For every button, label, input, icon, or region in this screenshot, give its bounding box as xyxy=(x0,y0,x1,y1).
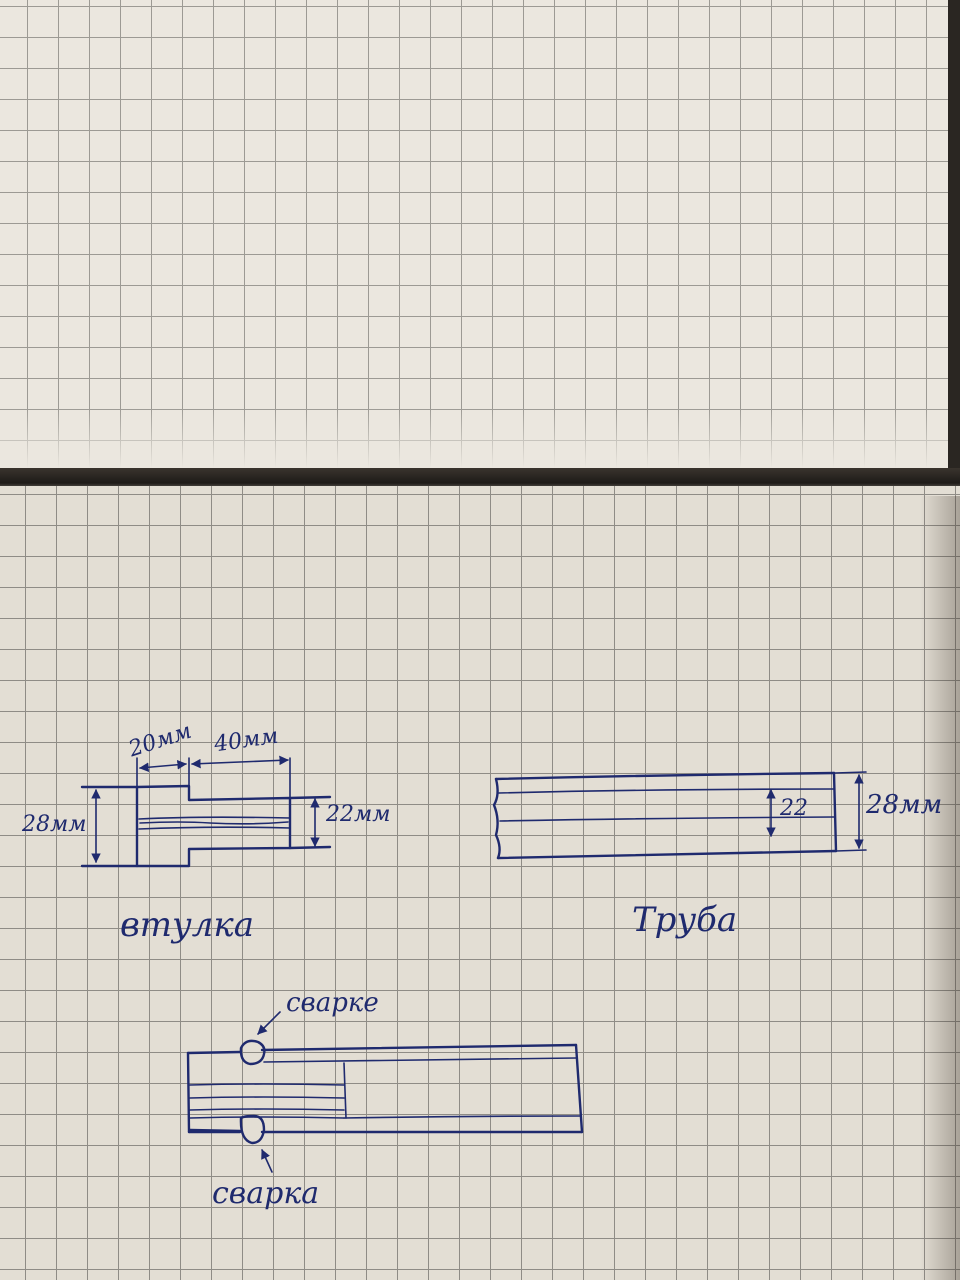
weld-bottom-label: сварка xyxy=(212,1176,320,1211)
bushing-sketch xyxy=(80,755,332,868)
tube-title: Труба xyxy=(632,900,738,940)
tube-dim-inner-label: 22 xyxy=(780,796,808,821)
weld-top-label: сварке xyxy=(286,988,379,1018)
page-edge-shadow xyxy=(920,496,960,1280)
notebook-top-page xyxy=(0,0,948,468)
bushing-dim-outer-label: 28мм xyxy=(22,812,87,837)
bushing-dim-inner-label: 22мм xyxy=(326,802,391,827)
notebook-bottom-page xyxy=(0,486,960,1280)
tube-dim-outer-label: 28мм xyxy=(866,790,943,820)
bushing-title: втулка xyxy=(120,905,254,945)
assembly-sketch xyxy=(186,1011,584,1173)
tube-sketch xyxy=(492,771,867,860)
